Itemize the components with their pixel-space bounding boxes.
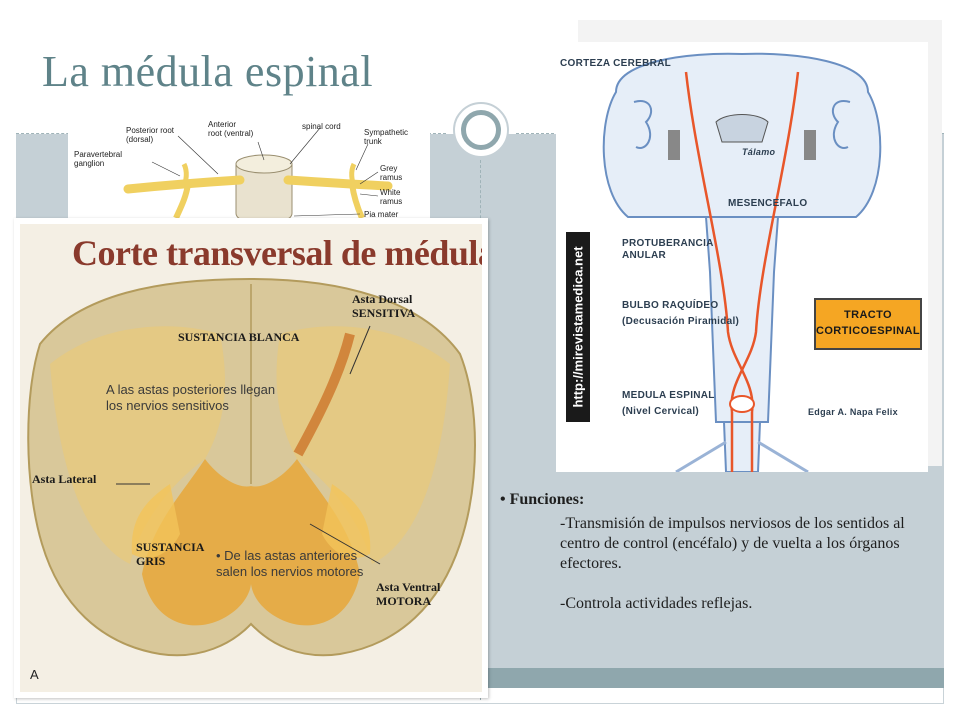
corticospinal-tract-box: TRACTO CORTICOESPINAL bbox=[814, 298, 922, 350]
function-item: -Transmisión de impulsos nerviosos de lo… bbox=[560, 515, 905, 572]
pia-mater-label: Pia mater bbox=[364, 210, 399, 218]
cerebral-cortex-label: CORTEZA CEREBRAL bbox=[560, 58, 672, 69]
corticospinal-tract-figure: CORTEZA CEREBRAL Tálamo MESENCEFALO PROT… bbox=[556, 42, 928, 472]
anterior-horn-note-text: De las astas anteriores salen los nervio… bbox=[216, 548, 364, 579]
midbrain-label: MESENCEFALO bbox=[728, 198, 808, 209]
spinal-nerve-illustration bbox=[123, 127, 393, 218]
functions-heading: • Funciones: bbox=[500, 491, 585, 508]
grey-ramus-label: Grey ramus bbox=[380, 164, 403, 182]
paravertebral-ganglion-label: Paravertebral ganglion bbox=[74, 150, 123, 168]
pyramidal-decussation-label: (Decusación Piramidal) bbox=[622, 316, 740, 327]
cervical-level-label: (Nivel Cervical) bbox=[622, 406, 700, 417]
slide-title: La médula espinal bbox=[42, 47, 374, 96]
spinal-nerve-anatomy-figure: Posterior root (dorsal) Anterior root (v… bbox=[68, 114, 430, 218]
white-matter-label: SUSTANCIA BLANCA bbox=[178, 330, 300, 344]
white-ramus-label: White ramus bbox=[380, 188, 403, 206]
spinal-cord-label: spinal cord bbox=[302, 122, 341, 131]
spinal-cord-cross-section bbox=[27, 277, 476, 657]
cross-section-figure: Corte transversal de médula SUSTANCIA BL… bbox=[14, 218, 488, 698]
function-item: -Controla actividades reflejas. bbox=[560, 595, 753, 612]
functions-heading-text: Funciones: bbox=[509, 491, 585, 508]
cross-section-image: Corte transversal de médula SUSTANCIA BL… bbox=[20, 224, 482, 692]
thalamus-label: Tálamo bbox=[742, 147, 776, 157]
ventral-horn-label: Asta Ventral MOTORA bbox=[376, 580, 441, 608]
tract-label-line-2: CORTICOESPINAL bbox=[816, 325, 920, 337]
watermark-text: http://mirevistamedica.net bbox=[570, 246, 586, 408]
posterior-root-label: Posterior root (dorsal) bbox=[126, 126, 175, 144]
sympathetic-trunk-label: Sympathetic trunk bbox=[364, 128, 409, 146]
pons-label: PROTUBERANCIA ANULAR bbox=[622, 238, 714, 261]
posterior-horn-note: A las astas posteriores llegan los nervi… bbox=[106, 382, 276, 413]
cross-section-title: Corte transversal de médula bbox=[72, 233, 482, 273]
medulla-oblongata-label: BULBO RAQUÍDEO bbox=[622, 300, 719, 311]
lateral-horn-label: Asta Lateral bbox=[32, 472, 97, 486]
brain-tract-illustration bbox=[602, 52, 882, 472]
dorsal-horn-label: Asta Dorsal SENSITIVA bbox=[352, 292, 416, 320]
anterior-root-label: Anterior root (ventral) bbox=[208, 120, 254, 138]
anterior-horn-note: • De las astas anteriores salen los nerv… bbox=[216, 548, 364, 579]
tract-label-line-1: TRACTO bbox=[843, 309, 893, 321]
spinal-cord-label: MEDULA ESPINAL bbox=[622, 390, 715, 401]
grey-matter-label: SUSTANCIA GRIS bbox=[136, 540, 205, 568]
author-label: Edgar A. Napa Felix bbox=[808, 407, 898, 417]
source-watermark: http://mirevistamedica.net bbox=[566, 232, 590, 422]
functions-section: • Funciones: -Transmisión de impulsos ne… bbox=[500, 490, 940, 614]
figure-corner-letter: A bbox=[30, 667, 39, 682]
decorative-ring-icon bbox=[453, 102, 509, 158]
